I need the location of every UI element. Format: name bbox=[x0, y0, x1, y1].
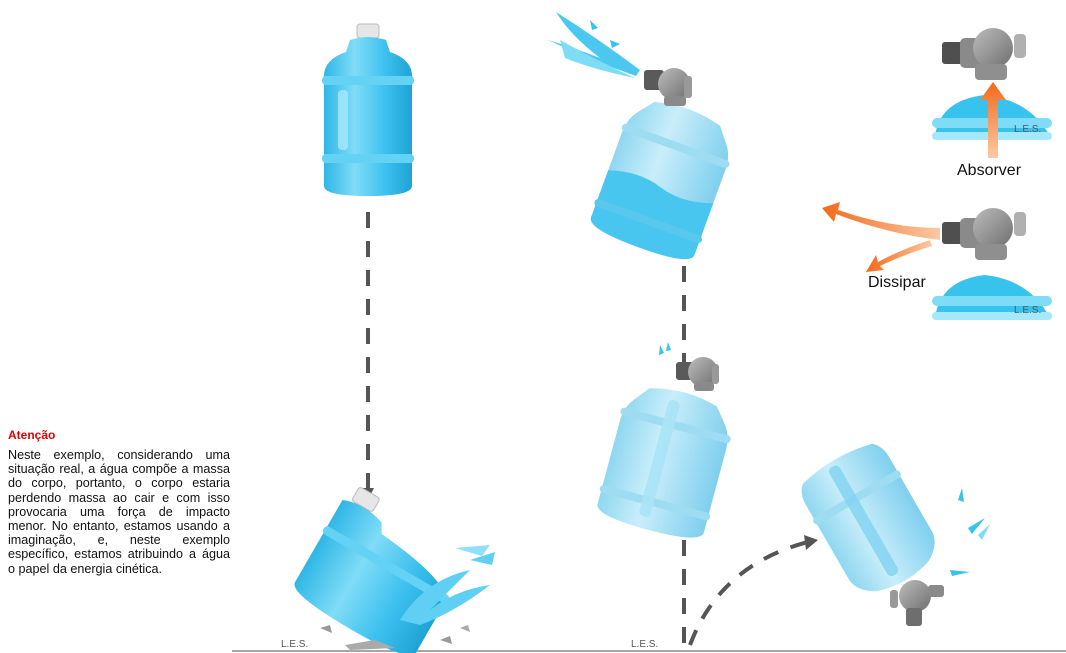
valve-icon bbox=[942, 28, 1026, 80]
valve-icon bbox=[942, 208, 1026, 260]
water-jug-broken bbox=[287, 482, 495, 653]
water-jug-empty-valve bbox=[593, 342, 740, 544]
attention-note: Atenção Neste exemplo, considerando uma … bbox=[8, 428, 230, 576]
les-label-ground-right: L.E.S. bbox=[631, 639, 658, 650]
water-jug-full bbox=[322, 24, 414, 196]
les-label-absorb: L.E.S. bbox=[1014, 124, 1041, 135]
attention-body: Neste exemplo, considerando uma situação… bbox=[8, 448, 230, 576]
bounce-path bbox=[690, 535, 818, 645]
les-label-ground-left: L.E.S. bbox=[281, 639, 308, 650]
water-jug-bounced bbox=[792, 434, 990, 626]
valve-icon bbox=[676, 357, 719, 391]
attention-title: Atenção bbox=[8, 428, 230, 442]
fall-path-1 bbox=[362, 212, 374, 500]
dissipate-diagram bbox=[822, 202, 1052, 320]
valve-icon bbox=[890, 580, 944, 626]
valve-icon bbox=[644, 68, 692, 106]
dissipate-label: Dissipar bbox=[868, 274, 926, 292]
water-jug-valve-spraying bbox=[548, 12, 743, 267]
absorb-label: Absorver bbox=[957, 162, 1021, 180]
les-label-dissipate: L.E.S. bbox=[1014, 305, 1041, 316]
absorb-diagram bbox=[932, 28, 1052, 158]
